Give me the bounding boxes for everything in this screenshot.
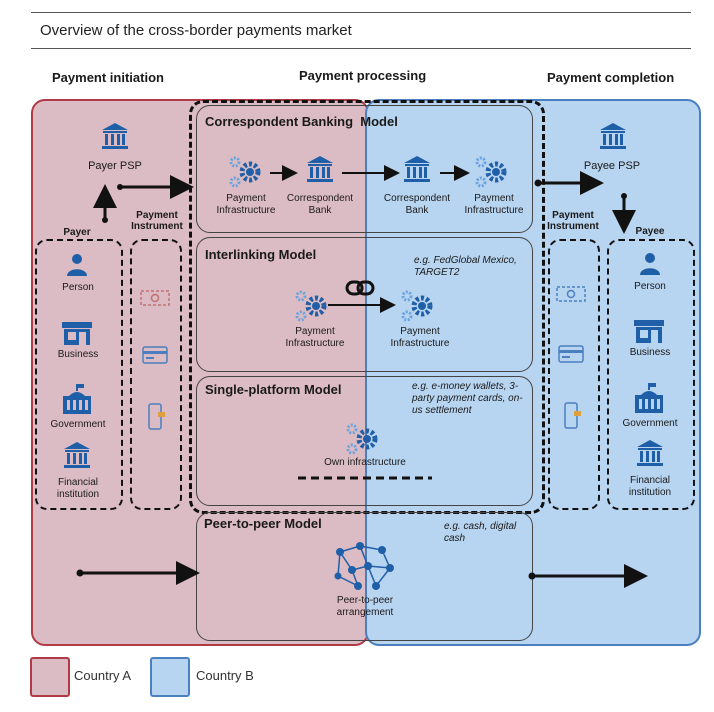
single-platform-title: Single-platform Model	[205, 382, 342, 397]
payer-mobile-icon	[148, 403, 165, 430]
payer-person-label: Person	[62, 282, 94, 293]
p2p-arrangement-label: Peer-to-peer arrangement	[336, 595, 394, 618]
single-platform-note: e.g. e-money wallets, 3-party payment ca…	[412, 381, 523, 416]
payee-financial-label: Financial institution	[628, 475, 672, 498]
payer-business-label: Business	[57, 349, 99, 360]
payee-psp-bank-icon	[600, 123, 626, 149]
payee-card-icon	[558, 345, 584, 363]
interlinking-title: Interlinking Model	[205, 247, 317, 262]
payee-label: Payee	[635, 226, 665, 237]
payer-instrument-dashed-box	[130, 239, 182, 510]
il-infra-a-label: Payment Infrastructure	[285, 326, 345, 349]
header-payment-initiation: Payment initiation	[52, 70, 164, 85]
correspondent-bank-a-icon	[307, 156, 333, 182]
p2p-network-icon	[334, 542, 394, 590]
p2p-title: Peer-to-peer Model	[204, 516, 322, 531]
cb-bank-b-label: Correspondent Bank	[383, 193, 451, 216]
payer-card-icon	[142, 346, 168, 364]
payer-instrument-label: Payment Instrument	[131, 210, 183, 232]
payee-financial-institution-icon	[637, 440, 663, 466]
country-b-region	[365, 99, 701, 646]
payee-business-label: Business	[629, 347, 671, 358]
cb-payment-infra-a-label: Payment Infrastructure	[216, 193, 276, 216]
payer-dashed-box	[35, 239, 123, 510]
payee-banknote-icon	[556, 286, 586, 302]
payee-instrument-dashed-box	[548, 239, 600, 510]
p2p-note: e.g. cash, digital cash	[444, 521, 517, 544]
payee-instrument-label: Payment Instrument	[547, 210, 599, 232]
own-infra-gears-icon	[346, 423, 378, 455]
payee-dashed-box	[607, 239, 695, 510]
country-a-region	[31, 99, 369, 646]
header-payment-processing: Payment processing	[299, 68, 427, 83]
correspondent-bank-b-icon	[404, 156, 430, 182]
legend-country-a-label: Country A	[74, 668, 132, 683]
payee-mobile-icon	[564, 402, 581, 429]
payer-psp-bank-icon	[102, 123, 128, 149]
payer-business-icon	[62, 322, 92, 345]
correspondent-banking-box	[196, 105, 533, 233]
header-payment-completion: Payment completion	[547, 70, 675, 85]
legend-country-b-swatch	[150, 657, 190, 697]
title-rule	[31, 48, 691, 49]
payer-label: Payer	[63, 227, 91, 238]
legend-country-a-swatch	[30, 657, 70, 697]
il-infra-b-label: Payment Infrastructure	[390, 326, 450, 349]
payer-banknote-icon	[140, 290, 170, 306]
payer-government-label: Government	[50, 419, 106, 430]
payer-financial-label: Financial institution	[56, 477, 100, 500]
cb-infra-a-gears-icon	[229, 156, 261, 188]
payer-government-icon	[63, 384, 91, 414]
il-infra-a-gears-icon	[295, 290, 327, 322]
figure-title: Overview of the cross-border payments ma…	[40, 22, 352, 39]
cb-bank-a-label: Correspondent Bank	[286, 193, 354, 216]
payer-psp-label: Payer PSP	[88, 160, 142, 172]
interlinking-note: e.g. FedGlobal Mexico, TARGET2	[414, 255, 517, 278]
legend-country-b-label: Country B	[196, 668, 254, 683]
payee-person-icon	[640, 253, 660, 275]
single-platform-box	[196, 376, 533, 506]
chain-link-icon	[345, 280, 375, 296]
payee-business-icon	[634, 320, 664, 343]
payer-person-icon	[67, 254, 87, 276]
top-rule	[31, 12, 691, 13]
own-infrastructure-label: Own infrastructure	[324, 457, 406, 468]
interlinking-box	[196, 237, 533, 372]
il-infra-b-gears-icon	[401, 290, 433, 322]
cb-payment-infra-b-label: Payment Infrastructure	[464, 193, 524, 216]
payee-psp-label: Payee PSP	[583, 160, 641, 172]
correspondent-banking-title: Correspondent Banking Model	[205, 114, 398, 129]
payer-financial-institution-icon	[64, 442, 90, 468]
payee-person-label: Person	[634, 281, 666, 292]
payee-government-label: Government	[622, 418, 678, 429]
cb-infra-b-gears-icon	[475, 156, 507, 188]
payee-government-icon	[635, 383, 663, 413]
